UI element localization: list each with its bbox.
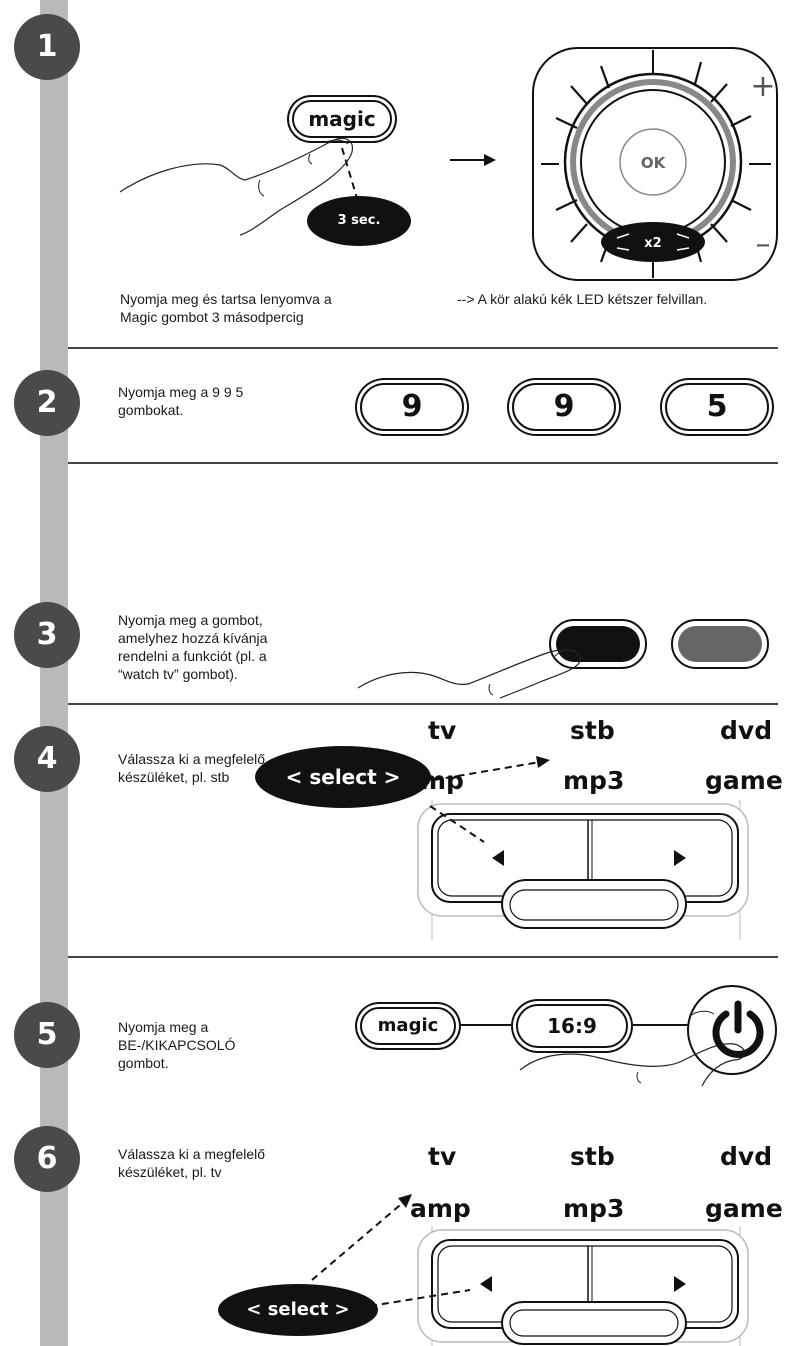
volume-plus-icon: + (750, 69, 775, 104)
key-9-button: 9 (360, 383, 464, 431)
step-number-4: 4 (14, 726, 80, 792)
ratio-16-9-button: 16:9 (516, 1004, 628, 1048)
device-stb: stb (570, 1142, 615, 1171)
divider (68, 347, 778, 349)
divider (68, 462, 778, 464)
step-number-5: 5 (14, 1002, 80, 1068)
step4-text: Válassza ki a megfelelő készüléket, pl. … (118, 751, 266, 785)
power-icon (712, 1000, 764, 1058)
step-number-3: 3 (14, 602, 80, 668)
device-tv: tv (428, 716, 457, 745)
device-amp: amp (410, 1194, 471, 1223)
device-dvd: dvd (720, 716, 773, 745)
step3-text: Nyomja meg a gombot, amelyhez hozzá kívá… (118, 612, 268, 682)
led-ring-illustration: OK + – x2 (532, 47, 778, 281)
device-tv: tv (428, 1142, 457, 1171)
device-mp3: mp3 (563, 766, 625, 795)
step5-text: Nyomja meg a BE-/KIKAPCSOLÓ gombot. (118, 1019, 236, 1071)
step6-text: Válassza ki a megfelelő készüléket, pl. … (118, 1146, 266, 1180)
step-number-2: 2 (14, 370, 80, 436)
magic-button: magic (360, 1007, 456, 1045)
left-sidebar-bar (40, 0, 68, 1346)
arrow-right-icon (450, 154, 496, 166)
device-dvd: dvd (720, 1142, 773, 1171)
step1-right-text: --> A kör alakú kék LED kétszer felvilla… (457, 291, 708, 307)
key-9-button: 9 (512, 383, 616, 431)
three-sec-label: 3 sec. (307, 196, 411, 246)
select-button-label: < select > (255, 746, 431, 808)
magic-button: magic (292, 100, 392, 138)
watch-tv-buttons-illustration (357, 619, 769, 699)
ok-button-label: OK (641, 154, 667, 172)
step1-left-text: Nyomja meg és tartsa lenyomva a Magic go… (120, 291, 332, 325)
selector-pad-illustration (417, 1226, 749, 1346)
device-game: game (705, 1194, 783, 1223)
volume-minus-icon: – (756, 227, 771, 262)
device-mp3: mp3 (563, 1194, 625, 1223)
device-stb: stb (570, 716, 615, 745)
divider (68, 956, 778, 958)
x2-label: x2 (644, 236, 661, 251)
step-number-6: 6 (14, 1126, 80, 1192)
device-game: game (705, 766, 783, 795)
step-number-1: 1 (14, 14, 80, 80)
select-arrows-illustration (311, 1194, 471, 1307)
key-5-button: 5 (665, 383, 769, 431)
selector-pad-illustration (417, 800, 749, 940)
select-button-label: < select > (218, 1284, 378, 1336)
divider (68, 703, 778, 705)
select-arrows-illustration (421, 756, 550, 843)
step2-text: Nyomja meg a 9 9 5 gombokat. (118, 384, 244, 418)
